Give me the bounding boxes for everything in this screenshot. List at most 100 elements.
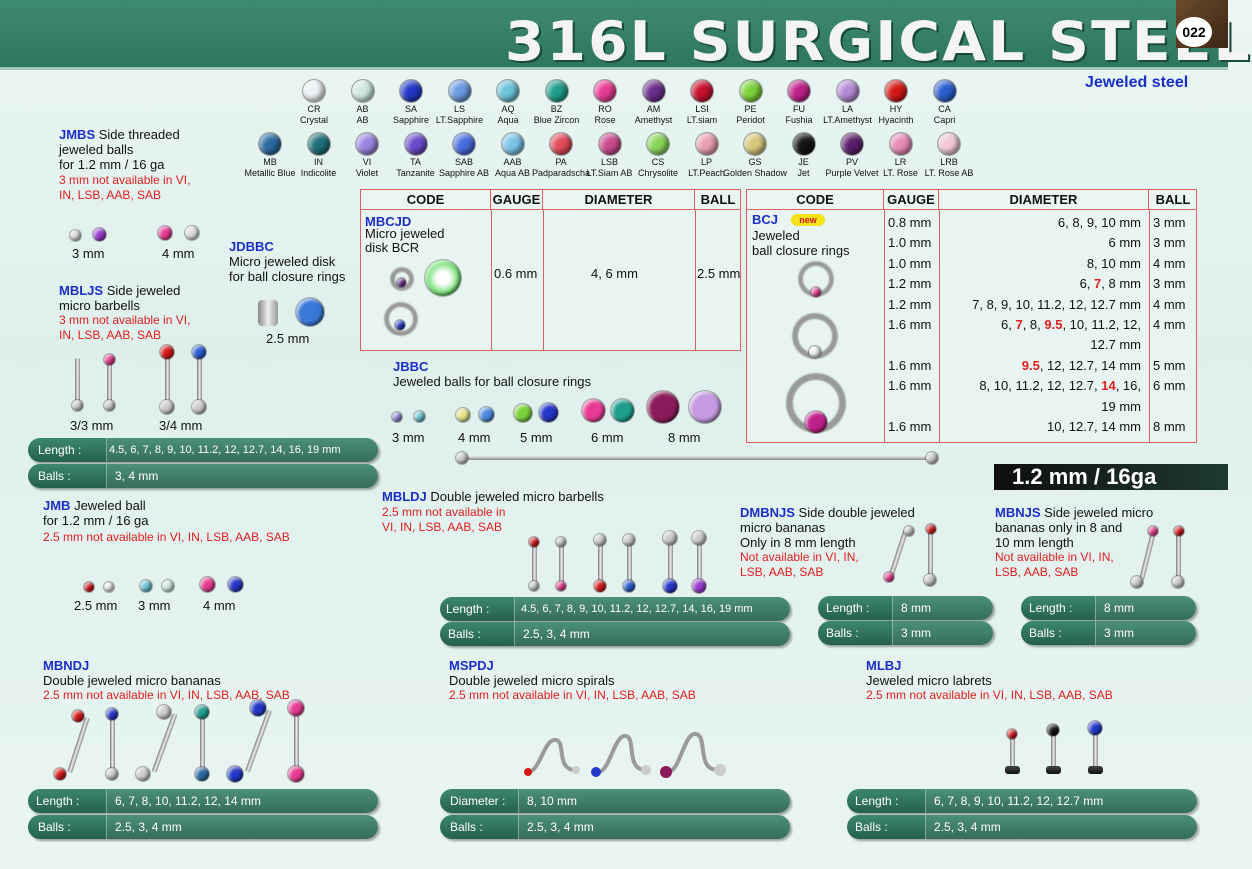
swatch-code: PA: [555, 157, 567, 167]
banana-icon: [244, 709, 273, 773]
mspdj-note: 2.5 mm not available in VI, IN, LSB, AAB…: [449, 688, 696, 702]
barbell-ball: [663, 531, 677, 545]
bcj-jewel: [805, 411, 827, 433]
jmb-ball: [200, 577, 215, 592]
mbljs-ball: [104, 400, 115, 411]
swatch-code: CR: [307, 104, 321, 114]
bcj-ball: 4 mm: [1153, 317, 1186, 332]
mbldj-length-bar: Length : 4.5, 6, 7, 8, 9, 10, 11.2, 12, …: [440, 597, 790, 621]
mspdj-diameter-bar: Diameter : 8, 10 mm: [440, 789, 790, 813]
banana-jewel: [157, 705, 171, 719]
mlbj-code: MLBJ: [866, 658, 902, 673]
mbljs-ball: [160, 400, 174, 414]
dmbnjs-banana: [928, 530, 933, 576]
gem-icon: [598, 133, 621, 155]
labret-jewel: [1047, 724, 1059, 736]
gem-icon: [307, 133, 330, 155]
jmb-ball: [162, 580, 174, 592]
bcj-ball: 6 mm: [1153, 378, 1186, 394]
barbell-jewel: [556, 581, 566, 591]
banana-jewel: [136, 767, 150, 781]
swatch-code: PV: [845, 157, 858, 167]
banana-jewel: [72, 710, 84, 722]
banana-jewel: [195, 767, 209, 781]
swatch-code: JE: [798, 157, 809, 167]
banana-jewel: [106, 708, 118, 720]
swatch-code: LRB: [940, 157, 958, 167]
gem-icon: [594, 80, 616, 102]
labret-disc: [1046, 766, 1061, 774]
mlbj-desc: Jeweled micro labrets: [866, 673, 992, 688]
jmb-ball: [84, 582, 94, 592]
dmbnjs-title: DMBNJS Side double jeweled: [740, 505, 915, 520]
mbcjd-disk-glow: [425, 260, 461, 296]
mbldj-balls-bar: Balls : 2.5, 3, 4 mm: [440, 622, 790, 646]
mspdj-desc: Double jeweled micro spirals: [449, 673, 615, 688]
barbell-ball: [529, 537, 539, 547]
barbell-icon: [668, 538, 673, 586]
mbcjd-ring-large: [385, 303, 417, 335]
bcj-jewel: [809, 346, 821, 358]
new-badge: new: [791, 214, 825, 226]
swatch-code: LA: [841, 104, 853, 114]
mbndj-balls-bar: Balls : 2.5, 3, 4 mm: [28, 815, 378, 839]
jbbc-ball: [611, 399, 634, 422]
bcj-diameter: 12.7 mm: [1090, 337, 1141, 353]
banana-jewel: [54, 768, 66, 780]
bcj-gauge: 1.2 mm: [888, 296, 932, 312]
dmbnjs-banana: [889, 530, 908, 576]
mspdj-ball: [714, 764, 726, 776]
labret-icon: [1051, 730, 1056, 770]
jbbc-size-4: 6 mm: [591, 430, 624, 445]
mbcjd-gauge: 0.6 mm: [494, 266, 538, 281]
swatch-code: PE: [744, 104, 757, 114]
bcj-table: CODE GAUGE DIAMETER BALL BCJ new Jeweled…: [746, 189, 1197, 443]
barbell-ball: [594, 534, 606, 546]
bcj-code: BCJ: [752, 212, 779, 227]
barbell-jewel: [623, 580, 635, 592]
mspdj-jewel: [591, 767, 601, 777]
swatch-name: Amethyst: [634, 115, 673, 125]
labret-icon: [1093, 728, 1098, 770]
swatch-code: VI: [362, 157, 372, 167]
bcj-gauge: 1.6 mm: [888, 419, 932, 434]
mspdj-ball: [572, 766, 580, 774]
gem-icon: [836, 80, 859, 102]
barbell-icon: [559, 542, 564, 586]
gem-icon: [841, 133, 863, 155]
banana-jewel: [250, 700, 266, 716]
swatch-code: LS: [453, 104, 465, 114]
mbljs-ball: [72, 400, 83, 411]
table-header-gauge: GAUGE: [884, 190, 939, 210]
dmbnjs-jewel: [926, 524, 936, 534]
mbnjs-balls-bar: Balls : 3 mm: [1021, 621, 1196, 645]
gem-icon: [889, 133, 912, 155]
swatch-name: Sapphire AB: [438, 168, 490, 178]
gem-icon: [938, 133, 960, 155]
mbljs-barbell-1: [75, 358, 80, 408]
gem-icon: [933, 80, 956, 102]
swatch-name: LT. Rose: [883, 168, 918, 178]
jbbc-ball: [539, 403, 558, 422]
bcj-ball: 5 mm: [1153, 357, 1186, 373]
swatch-code: CS: [651, 157, 665, 167]
bcj-diameter: 6, 8, 9, 10 mm: [1057, 215, 1141, 230]
mlbj-note: 2.5 mm not available in VI, IN, LSB, AAB…: [866, 688, 1113, 702]
dmbnjs-balls-bar: Balls : 3 mm: [818, 621, 993, 645]
banana-icon: [110, 714, 115, 774]
barbell-icon: [532, 542, 537, 586]
bcj-ball: 4 mm: [1153, 255, 1186, 271]
mbndj-note: 2.5 mm not available in VI, IN, LSB, AAB…: [43, 688, 290, 702]
bcj-diameter: 8, 10, 11.2, 12, 12.7, 14, 16,: [979, 378, 1141, 394]
table-header-code: CODE: [361, 190, 491, 210]
jbbc-ball: [479, 407, 494, 422]
divider-barbell: [462, 456, 932, 460]
bcj-diameter: 6, 7, 8, 9.5, 10, 11.2, 12,: [1000, 317, 1141, 332]
bcj-diameter: 9.5, 12, 12.7, 14 mm: [1021, 357, 1141, 373]
dmbnjs-note-2: LSB, AAB, SAB: [740, 565, 824, 579]
